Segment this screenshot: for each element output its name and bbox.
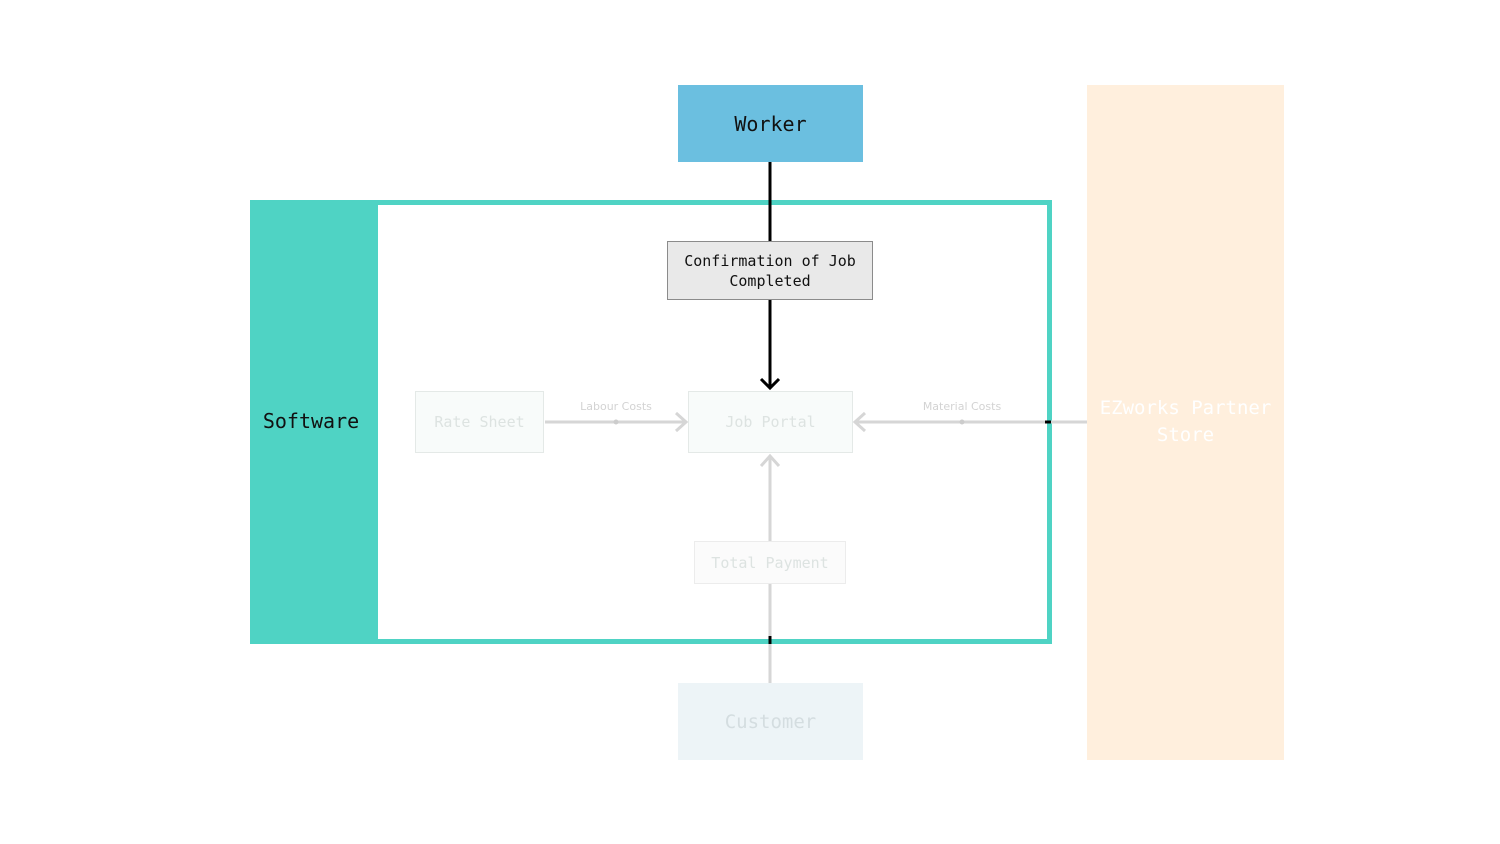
partner-store-column (1087, 85, 1284, 760)
confirmation-node: Confirmation of Job Completed (667, 241, 873, 300)
total-payment-node: Total Payment (694, 541, 846, 584)
material-costs-label: Material Costs (922, 399, 1002, 413)
confirmation-label: Confirmation of Job Completed (684, 251, 856, 290)
job-portal-node: Job Portal (688, 391, 853, 453)
customer-label: Customer (724, 710, 817, 733)
worker-label: Worker (734, 111, 807, 136)
rate-sheet-label: Rate Sheet (434, 413, 525, 431)
partner-store-label: EZworks Partner Store (1099, 397, 1272, 446)
total-payment-label: Total Payment (711, 553, 829, 572)
rate-sheet-node: Rate Sheet (415, 391, 544, 453)
customer-node: Customer (678, 683, 863, 760)
software-band (250, 200, 378, 644)
labour-costs-label: Labour Costs (580, 399, 652, 413)
software-label: Software (262, 409, 360, 433)
worker-node: Worker (678, 85, 863, 162)
job-portal-label: Job Portal (725, 413, 816, 431)
